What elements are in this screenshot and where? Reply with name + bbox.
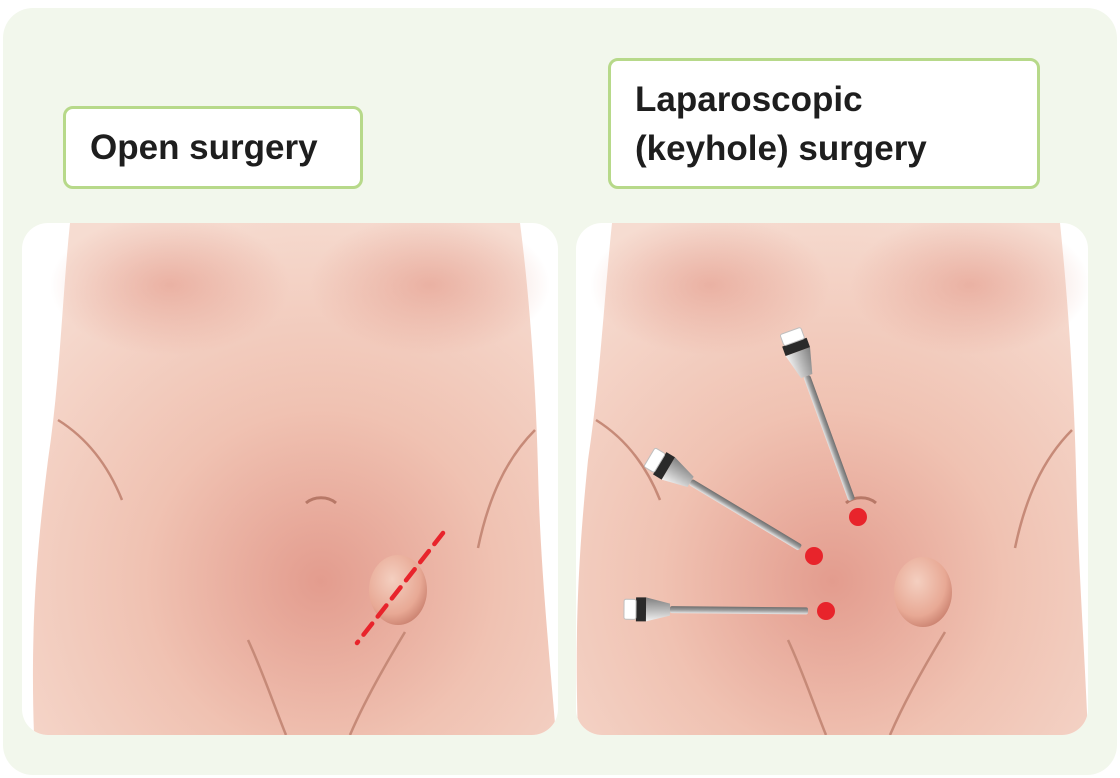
navel xyxy=(305,496,337,505)
laparoscopic-surgery-label-box: Laparoscopic (keyhole) surgery xyxy=(608,58,1040,189)
trocar-instrument xyxy=(623,597,809,622)
trocar-instrument xyxy=(644,447,802,551)
port-site-dot xyxy=(817,602,835,620)
open-surgery-label: Open surgery xyxy=(90,128,318,167)
open-surgery-panel xyxy=(22,223,558,735)
incision-line xyxy=(354,530,446,646)
navel xyxy=(845,496,877,505)
laparoscopic-surgery-label: Laparoscopic (keyhole) surgery xyxy=(635,79,927,168)
port-site-dot xyxy=(849,508,867,526)
hernia-bulge xyxy=(894,557,952,627)
trocar-instrument xyxy=(780,327,855,501)
port-site-dot xyxy=(805,547,823,565)
open-surgery-label-box: Open surgery xyxy=(63,106,363,189)
laparoscopic-surgery-panel xyxy=(576,223,1088,735)
